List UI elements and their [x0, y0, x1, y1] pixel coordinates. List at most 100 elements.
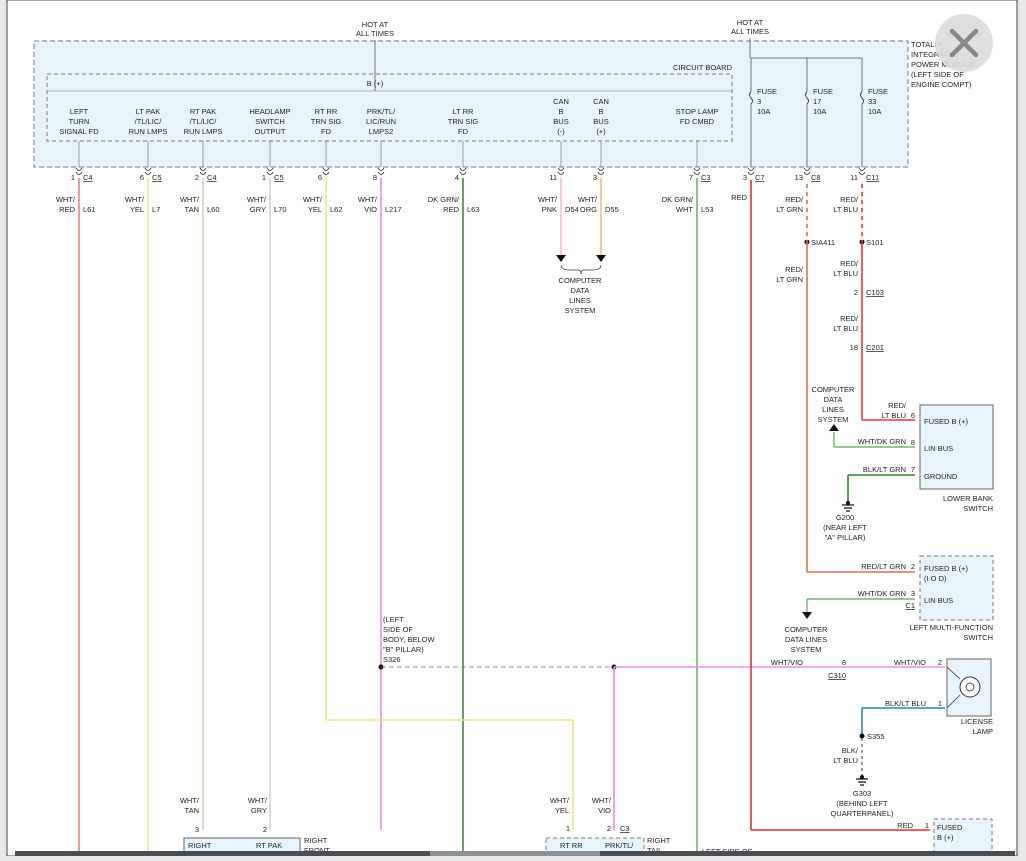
- bot-wht-yel: WHT/YEL: [550, 796, 570, 815]
- wire-color: WHT/RED: [56, 195, 76, 214]
- output-connector: C4: [83, 173, 93, 182]
- c310-connector: C310: [828, 671, 846, 680]
- connector-icon: [557, 167, 565, 175]
- connector-icon: [377, 167, 385, 175]
- bot-wht-tan: WHT/TAN: [180, 796, 200, 815]
- lmfs-row-1: FUSED B (+)(I O D): [924, 564, 968, 583]
- output-pin: 3: [593, 173, 597, 182]
- lmfs-pin-1: 2: [911, 562, 915, 571]
- output-pin: 1: [262, 173, 266, 182]
- bot-rtrr: RT RR: [560, 841, 583, 850]
- bot-wht-vio: WHT/VIO: [592, 796, 612, 815]
- output-pin: 8: [373, 173, 377, 182]
- connector-icon: [75, 167, 83, 175]
- c201-connector: C201: [866, 343, 884, 352]
- close-icon[interactable]: [949, 28, 979, 58]
- circuit-id: L53: [701, 205, 714, 214]
- lic-pin-2: 2: [938, 658, 942, 667]
- fuse-icon: [860, 91, 864, 105]
- bot-pin-3: 3: [195, 825, 199, 834]
- lower-bank-switch-box: [919, 404, 994, 490]
- close-button[interactable]: [935, 14, 993, 72]
- wire-blk-lt-blu: BLK/LT BLU: [885, 699, 926, 708]
- output-connector: C4: [207, 173, 217, 182]
- connector-icon: [266, 167, 274, 175]
- wire-wht-vio-a: WHT/VIO: [771, 658, 803, 667]
- bot-c3: C3: [620, 824, 630, 833]
- lmfs-wire-1: RED/LT GRN: [861, 562, 906, 571]
- wire-color: DK GRN/RED: [428, 195, 460, 214]
- circuit-board-box: [46, 73, 733, 142]
- connector-icon: [858, 167, 866, 175]
- splice-sia411: SIA411: [811, 238, 835, 247]
- wire-color: WHT/GRY: [247, 195, 267, 214]
- lbs-pin-1: 6: [911, 411, 915, 420]
- wire-red-bottom: RED: [897, 821, 913, 830]
- output-pin: 2: [195, 173, 199, 182]
- output-connector: C11: [866, 173, 879, 182]
- wire-color: WHT/YEL: [303, 195, 323, 214]
- circuit-id: L217: [385, 205, 402, 214]
- lamp-icon: [959, 676, 981, 698]
- connector-icon: [693, 167, 701, 175]
- output-pin: 6: [318, 173, 322, 182]
- bplus-label: B (+): [367, 79, 384, 88]
- wire-color: RED: [731, 193, 747, 202]
- fused-bottom-pin: 1: [925, 821, 929, 830]
- circuit-id: L60: [207, 205, 220, 214]
- c310-pin: 8: [842, 658, 846, 667]
- output-pin: 1: [71, 173, 75, 182]
- lmfs-pin-2: 3: [911, 589, 915, 598]
- circuit-id: D54: [565, 205, 579, 214]
- output-pin: 6: [140, 173, 144, 182]
- connector-icon: [459, 167, 467, 175]
- wire-color: WHT/PNK: [538, 195, 558, 214]
- circuit-id: L62: [330, 205, 343, 214]
- wire-red-lt-blu-2: RED/LT BLU: [833, 314, 859, 333]
- bot-pin-1: 1: [566, 824, 570, 833]
- wire-wht-vio-b: WHT/VIO: [894, 658, 926, 667]
- output-connector: C7: [755, 173, 765, 182]
- output-label: RT PAK/TL/LIC/RUN LMPS: [184, 107, 223, 136]
- connector-icon: [144, 167, 152, 175]
- output-pin: 13: [795, 173, 803, 182]
- bot-prktl: PRK/TL/: [605, 841, 634, 850]
- splice-s101: S101: [866, 238, 884, 247]
- bot-right: RIGHT: [188, 841, 212, 850]
- wire-wht-dk-grn-lbs: WHT/DK GRN: [858, 437, 906, 446]
- circuit-id: D55: [605, 205, 619, 214]
- bottom-scrollbar-thumb[interactable]: [430, 851, 600, 856]
- output-pin: 3: [743, 173, 747, 182]
- left-multifunction-switch-box: [919, 555, 994, 621]
